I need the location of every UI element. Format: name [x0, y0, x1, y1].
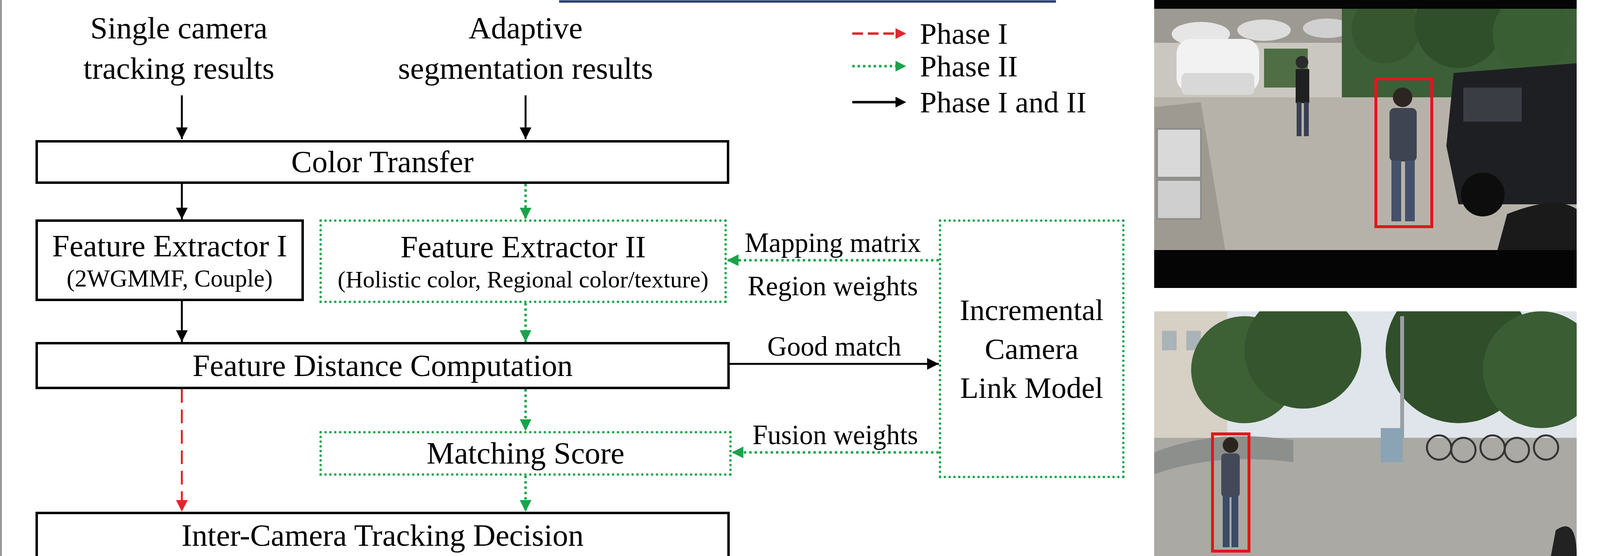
process-box: Feature Extractor I(2WGMMF, Couple): [35, 219, 304, 301]
input-label: Adaptive segmentation results: [384, 7, 667, 89]
legend-row: Phase II: [850, 49, 1018, 84]
flow-arrow: [524, 183, 528, 220]
input-arrow: [524, 95, 527, 140]
flow-arrow: [731, 451, 939, 454]
flow-arrow: [180, 300, 183, 342]
flow-arrow: [524, 475, 528, 512]
box-title: Incremental Camera Link Model: [957, 290, 1106, 407]
connector-label: Fusion weights: [749, 419, 922, 451]
box-subtitle: (2WGMMF, Couple): [66, 263, 273, 293]
legend-text: Phase I: [919, 17, 1008, 51]
process-box: Feature Extractor II(Holistic color, Reg…: [319, 219, 727, 303]
process-box: Color Transfer: [35, 140, 730, 184]
box-title: Feature Distance Computation: [192, 347, 573, 385]
flow-arrow: [524, 388, 528, 431]
box-title: Feature Extractor II: [400, 228, 647, 266]
process-box: Feature Distance Computation: [35, 341, 730, 389]
flow-arrow: [180, 183, 183, 220]
legend-text: Phase II: [919, 49, 1018, 83]
legend-sample: [850, 56, 910, 76]
box-title: Matching Score: [426, 434, 625, 472]
model-box: Incremental Camera Link Model: [938, 219, 1125, 478]
camera-photo: [1154, 0, 1577, 288]
connector-label: Good match: [764, 330, 904, 362]
legend-row: Phase I and II: [850, 85, 1087, 120]
connector-label: Region weights: [747, 268, 918, 304]
flow-arrow: [524, 302, 528, 342]
camera-photo: [1154, 277, 1600, 556]
legend-row: Phase I: [850, 16, 1008, 51]
page-border: [0, 0, 2, 556]
box-subtitle: (Holistic color, Regional color/texture): [337, 265, 709, 294]
input-arrow: [180, 95, 183, 140]
process-box: Matching Score: [319, 430, 732, 476]
legend-text: Phase I and II: [919, 85, 1087, 119]
flow-arrow: [180, 388, 183, 512]
legend-sample: [850, 23, 910, 44]
decision-box: Inter-Camera Tracking Decision: [35, 511, 730, 556]
title-underline: [559, 0, 1056, 3]
box-title: Feature Extractor I: [52, 227, 287, 265]
flow-arrow: [726, 259, 939, 262]
box-title: Color Transfer: [291, 143, 474, 181]
input-label: Single camera tracking results: [47, 7, 311, 89]
box-title: Inter-Camera Tracking Decision: [181, 519, 584, 551]
legend-sample: [850, 92, 910, 112]
flow-arrow: [729, 362, 939, 365]
connector-label: Mapping matrix: [741, 227, 924, 259]
